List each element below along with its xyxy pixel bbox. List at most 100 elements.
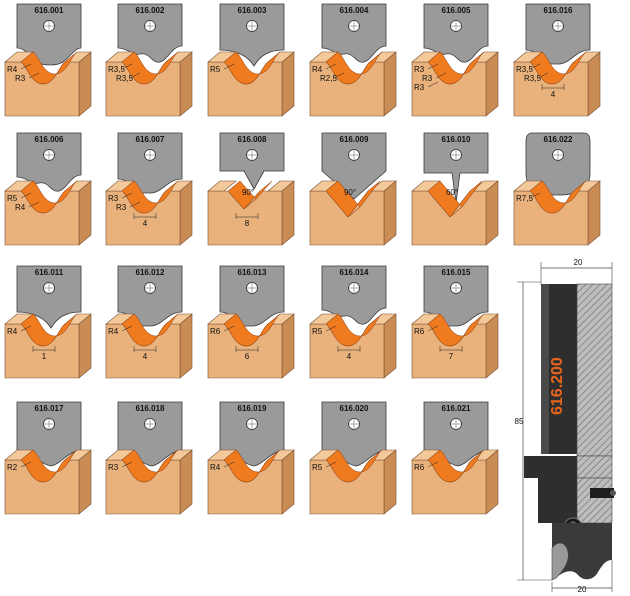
profile-surface (427, 51, 485, 85)
wood-top-left (207, 180, 237, 192)
profile-code-label: 616.014 (340, 268, 369, 277)
profile-code-label: 616.010 (442, 135, 471, 144)
dimension-label: 8 (245, 219, 250, 228)
radius-label: R5 (7, 194, 18, 203)
knife-blade (16, 265, 82, 329)
dimension-label: 6 (245, 352, 250, 361)
radius-leader (20, 63, 32, 70)
wood-side (281, 51, 295, 117)
height-label: 85 (515, 417, 524, 426)
radius-leader (223, 63, 235, 70)
top-width-label: 20 (574, 258, 583, 267)
dimension-label: 4 (143, 352, 148, 361)
knife-blade (423, 265, 489, 327)
profile-code-label: 616.007 (136, 135, 165, 144)
knife-blade (525, 3, 591, 65)
wood-top-right (369, 180, 397, 192)
radius-leader (121, 325, 133, 332)
wood-side (281, 180, 295, 246)
wood-top-right (267, 180, 295, 192)
radius-leader (129, 201, 141, 208)
radius-leader (325, 325, 337, 332)
wood-side (179, 313, 193, 379)
clamp-screw (590, 488, 614, 498)
profile-surface (529, 180, 587, 214)
profile-surface (223, 449, 281, 483)
tool-code-label: 616.200 (549, 357, 566, 415)
radius-leader (435, 72, 447, 79)
radius-label: R4 (7, 65, 18, 74)
knife-blade (423, 3, 489, 63)
tool-lower-hatch (576, 477, 613, 524)
knife-blade (219, 132, 285, 190)
profile-surface (20, 180, 78, 214)
radius-label: R5 (210, 65, 221, 74)
profile-code-label: 616.003 (238, 6, 267, 15)
radius-label: R3,5 (524, 74, 541, 83)
wood-side (587, 51, 601, 117)
profile-surface (325, 51, 383, 85)
profile-surface (427, 180, 483, 218)
knife-blade (219, 3, 285, 67)
profile-code-label: 616.005 (442, 6, 471, 15)
profile-code-label: 616.013 (238, 268, 267, 277)
dimension-label: 4 (143, 219, 148, 228)
radius-label: R4 (312, 65, 323, 74)
router-cutter-tool: 20 85 2 (515, 258, 616, 594)
knife-blade (321, 265, 387, 325)
wood-top-right (471, 180, 499, 192)
wood-side (179, 449, 193, 515)
wood-side (383, 449, 397, 515)
dimension-label: 4 (347, 352, 352, 361)
wood-side (485, 313, 499, 379)
radius-leader (537, 72, 549, 79)
profile-code-label: 616.022 (544, 135, 573, 144)
wood-side (179, 51, 193, 117)
profile-code-label: 616.008 (238, 135, 267, 144)
radius-label: R4 (108, 327, 119, 336)
profile-code-label: 616.002 (136, 6, 165, 15)
radius-label: R3,5 (108, 65, 125, 74)
radius-label: R4 (7, 327, 18, 336)
radius-leader (325, 63, 337, 70)
profile-surface (223, 313, 281, 347)
profile-surface (121, 313, 179, 347)
radius-label: R7,5 (516, 194, 533, 203)
radius-leader (427, 63, 439, 70)
radius-leader (28, 201, 40, 208)
profile-code-label: 616.012 (136, 268, 165, 277)
profile-surface (227, 180, 273, 210)
tool-collar-hatch (576, 455, 613, 479)
profile-surface (223, 51, 281, 85)
wood-side (78, 313, 92, 379)
radius-label: R3 (414, 83, 425, 92)
knife-blade (117, 265, 183, 327)
radius-leader (28, 72, 40, 79)
profile-code-label: 616.001 (35, 6, 64, 15)
profile-code-label: 616.018 (136, 404, 165, 413)
profile-code-label: 616.011 (35, 268, 64, 277)
radius-leader (129, 72, 141, 79)
radius-label: R3 (414, 65, 425, 74)
radius-label: R2,5 (320, 74, 337, 83)
radius-label: R3 (422, 74, 433, 83)
radius-leader (223, 325, 235, 332)
profile-code-label: 616.004 (340, 6, 369, 15)
radius-leader (121, 63, 133, 70)
wood-side (78, 449, 92, 515)
wood-side (179, 180, 193, 246)
profile-code-label: 616.021 (442, 404, 471, 413)
wood-side (78, 180, 92, 246)
wood-side (485, 449, 499, 515)
knife-blade (219, 265, 285, 327)
